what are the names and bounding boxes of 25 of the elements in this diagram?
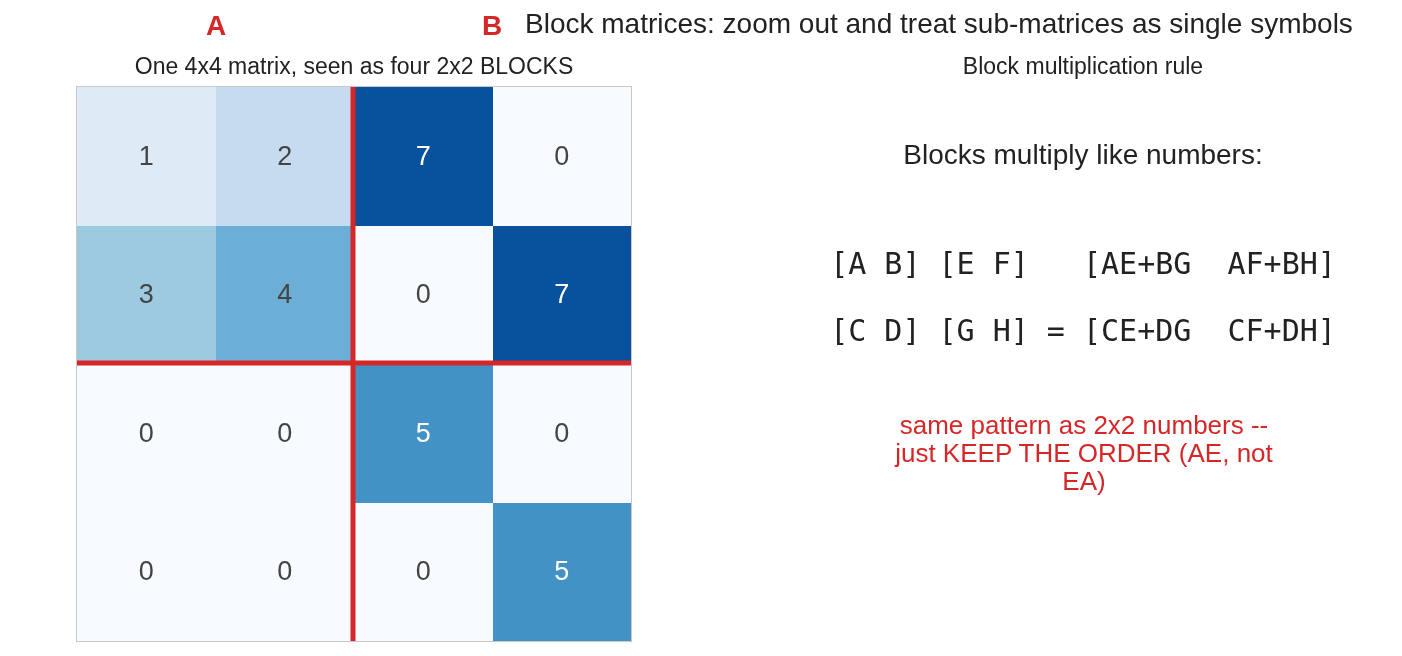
panel-title: One 4x4 matrix, seen as four 2x2 BLOCKS [134,53,574,80]
matrix-cell: 0 [492,364,631,503]
matrix-cell: 0 [492,87,631,226]
matrix-cell: 0 [354,225,493,364]
panel-letter: B [481,10,503,42]
matrix-cell: 1 [77,87,216,226]
equation-line: [C D] [G H] = [CE+DG CF+DH] [830,313,1336,348]
matrix-cell: 0 [77,502,216,641]
matrix-cell: 0 [354,502,493,641]
matrix-cell: 4 [215,225,354,364]
matrix-cell: 2 [215,87,354,226]
matrix-cell: 7 [354,87,493,226]
panel-letter: A [205,10,227,42]
matrix-cell: 5 [354,364,493,503]
matrix-cell: 0 [77,364,216,503]
matrix-cell: 5 [492,502,631,641]
rule-heading: Blocks multiply like numbers: [903,139,1263,171]
matrix-cell: 0 [215,502,354,641]
matrix-cell: 0 [215,364,354,503]
equation-line: [A B] [E F] [AE+BG AF+BH] [830,246,1336,281]
note-text: same pattern as 2x2 numbers -- just KEEP THE ORDER (AE, not EA) [894,411,1274,495]
matrix-cell: 3 [77,225,216,364]
panel-title: Block multiplication rule [962,53,1204,80]
matrix-cell: 7 [492,225,631,364]
chart-title: Block matrices: zoom out and treat sub-matrices as single symbols [525,8,1353,40]
